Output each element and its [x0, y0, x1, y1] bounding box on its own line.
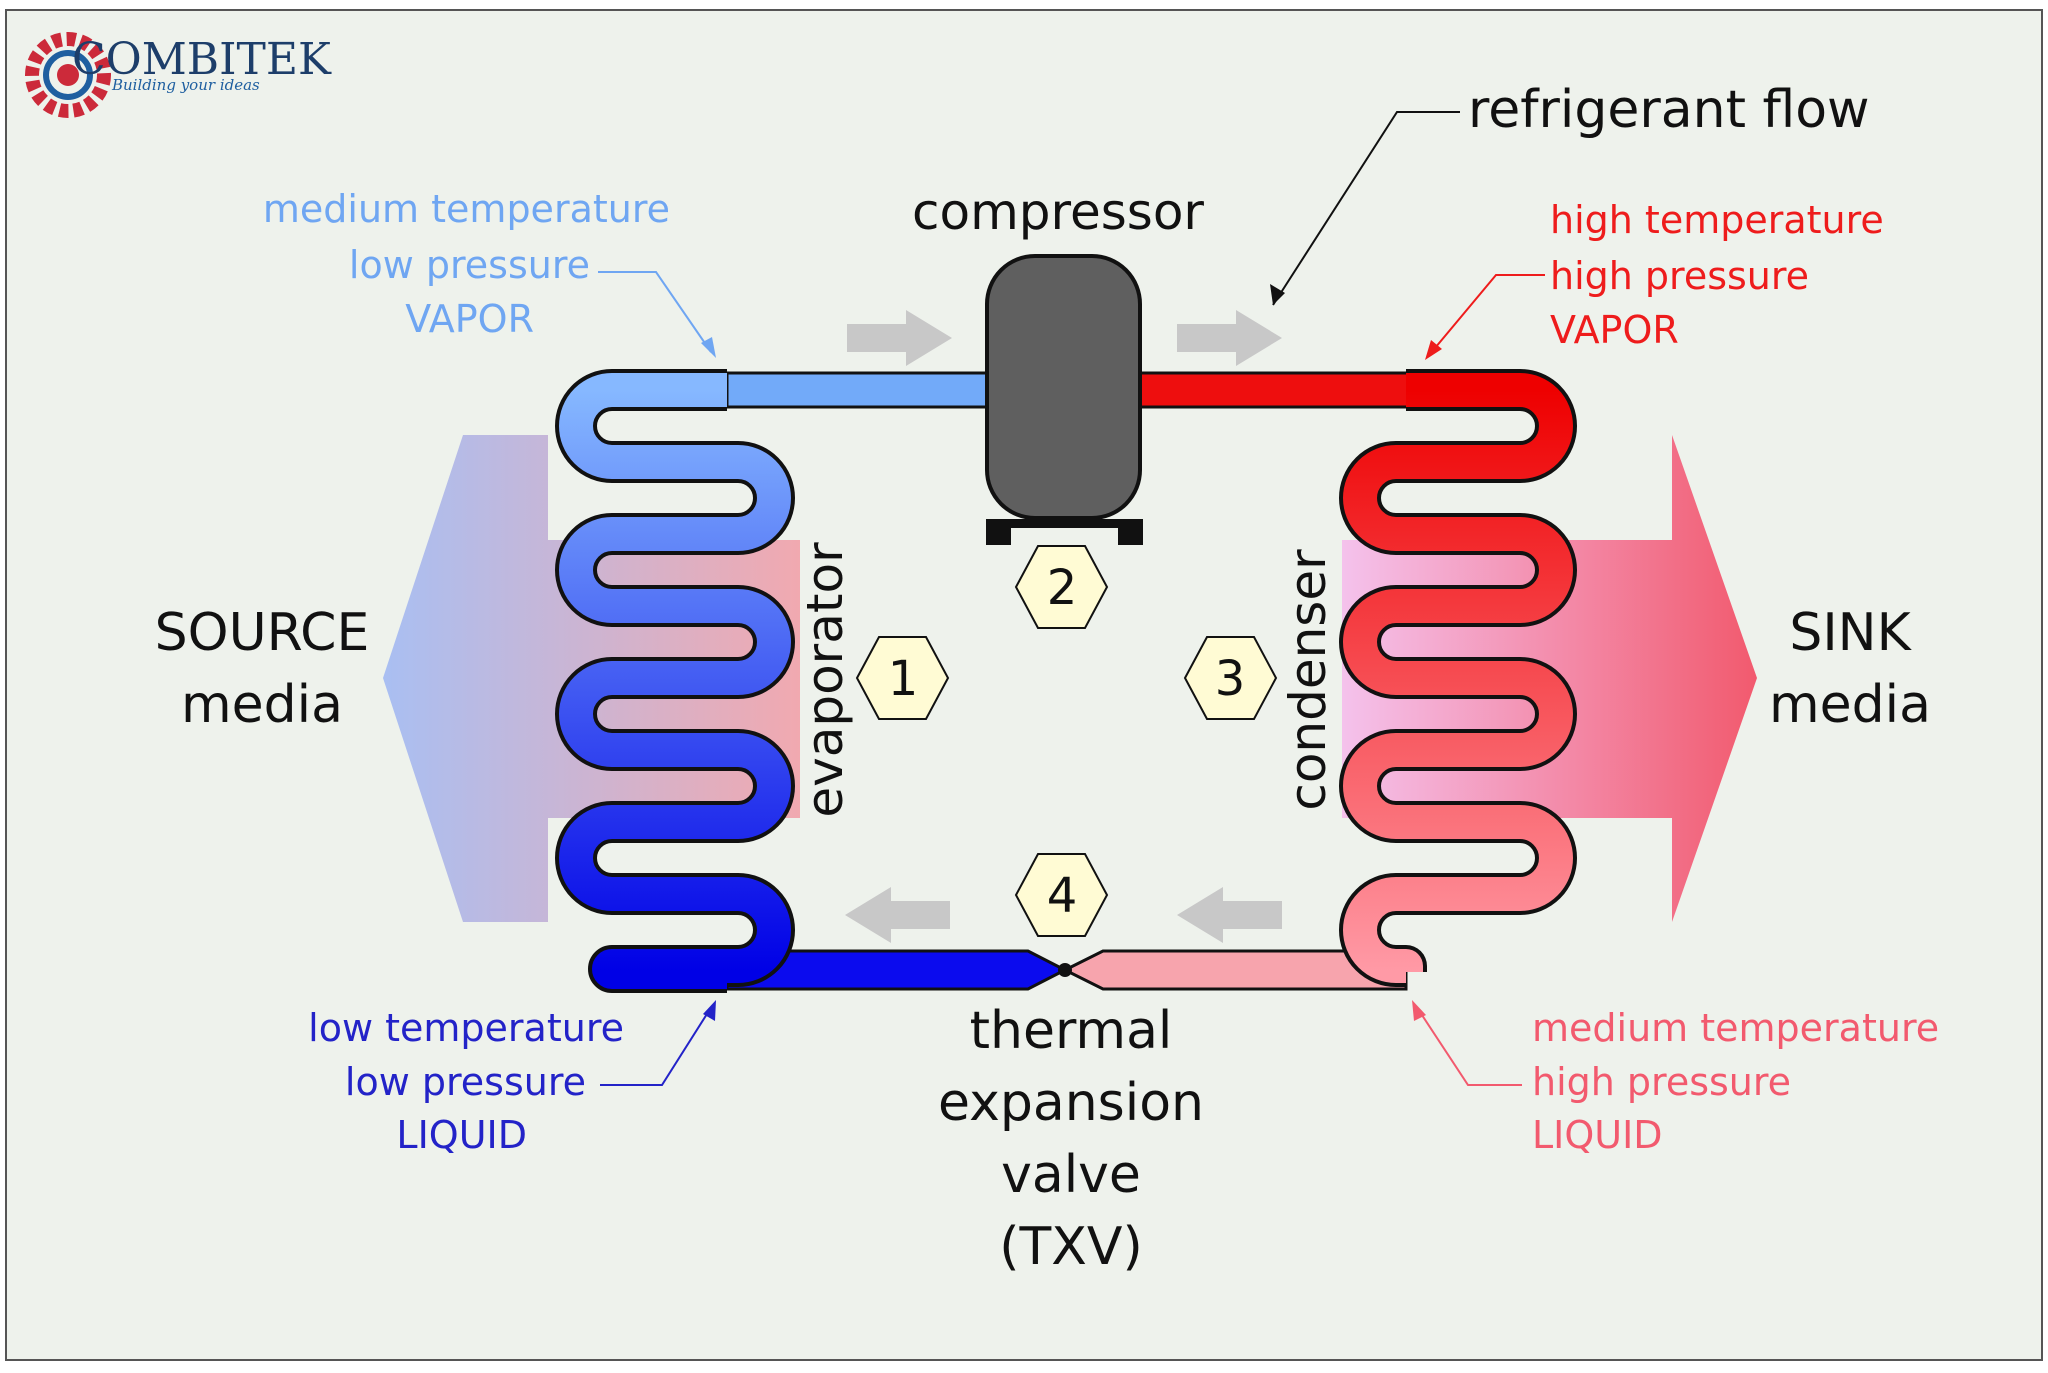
compressor-foot-right — [1118, 519, 1143, 545]
txv-orifice — [1058, 963, 1072, 977]
compressor-body — [985, 254, 1142, 520]
flow-arrow-from-compressor — [1177, 310, 1282, 366]
evaporator-coil — [559, 373, 791, 989]
compressor-base — [986, 519, 1143, 528]
step-number: 3 — [1215, 651, 1246, 707]
cond-out-leader — [1415, 1005, 1522, 1086]
evap-in-leader — [600, 1005, 713, 1086]
condenser-coil — [1343, 373, 1573, 983]
evap-out-line-2: low pressure — [349, 243, 590, 287]
txv-label-line-4: (TXV) — [999, 1217, 1143, 1277]
evap-in-line-3: LIQUID — [396, 1113, 527, 1157]
cond-out-state: medium temperature high pressure LIQUID — [1532, 1006, 1939, 1157]
gear-logo-icon — [25, 32, 111, 118]
step-number: 2 — [1047, 560, 1078, 616]
cond-out-arrowhead — [1412, 1000, 1426, 1021]
evaporator-label: evaporator — [796, 542, 854, 818]
refrigerant-flow-arrowhead — [1270, 284, 1285, 305]
source-label-line-1: SOURCE — [155, 603, 370, 663]
evap-in-arrowhead — [703, 1000, 716, 1021]
step-badge-1: 1 — [855, 636, 950, 720]
step-badge-2: 2 — [1014, 545, 1109, 629]
logo-tagline: Building your ideas — [111, 76, 260, 94]
txv-label-line-1: thermal — [970, 1001, 1173, 1061]
evap-out-line-3: VAPOR — [405, 297, 534, 341]
comp-out-line-1: high temperature — [1550, 198, 1884, 242]
refrigerant-flow-leader — [1272, 111, 1460, 306]
condenser-label: condenser — [1279, 549, 1337, 811]
sink-label-line-1: SINK — [1789, 603, 1912, 663]
evap-out-arrowhead — [701, 337, 716, 358]
step-badge-4: 4 — [1014, 853, 1109, 937]
evap-in-line-1: low temperature — [308, 1006, 624, 1050]
flow-arrow-to-compressor — [847, 310, 952, 366]
step-number: 4 — [1047, 868, 1078, 924]
cond-out-line-3: LIQUID — [1532, 1113, 1663, 1157]
step-number: 1 — [888, 651, 919, 707]
cond-out-line-2: high pressure — [1532, 1060, 1791, 1104]
evap-out-leader — [598, 271, 712, 353]
compressor-foot-left — [986, 519, 1011, 545]
source-label-line-2: media — [181, 675, 343, 735]
comp-out-arrowhead — [1425, 340, 1442, 360]
evap-out-line-1: medium temperature — [263, 187, 670, 231]
evap-out-state: medium temperature low pressure VAPOR — [263, 187, 670, 341]
evap-in-line-2: low pressure — [345, 1060, 586, 1104]
comp-out-line-3: VAPOR — [1550, 308, 1679, 352]
cond-out-line-1: medium temperature — [1532, 1006, 1939, 1050]
logo-wordmark: COMBITEK — [72, 34, 332, 85]
comp-out-line-2: high pressure — [1550, 254, 1809, 298]
flow-arrow-from-txv — [845, 887, 950, 943]
comp-out-leader — [1429, 274, 1545, 355]
txv-label-line-2: expansion — [938, 1073, 1204, 1133]
evap-in-state: low temperature low pressure LIQUID — [308, 1006, 624, 1157]
refrigerant-flow-label: refrigerant flow — [1468, 80, 1870, 140]
txv-label-line-3: valve — [1001, 1145, 1141, 1205]
compressor-unit — [985, 254, 1143, 545]
flow-arrow-to-txv — [1177, 887, 1282, 943]
step-badge-3: 3 — [1183, 636, 1278, 720]
combitek-logo: COMBITEK Building your ideas — [25, 32, 332, 118]
compressor-label: compressor — [912, 183, 1204, 241]
comp-out-state: high temperature high pressure VAPOR — [1550, 198, 1884, 352]
sink-label-line-2: media — [1769, 675, 1931, 735]
